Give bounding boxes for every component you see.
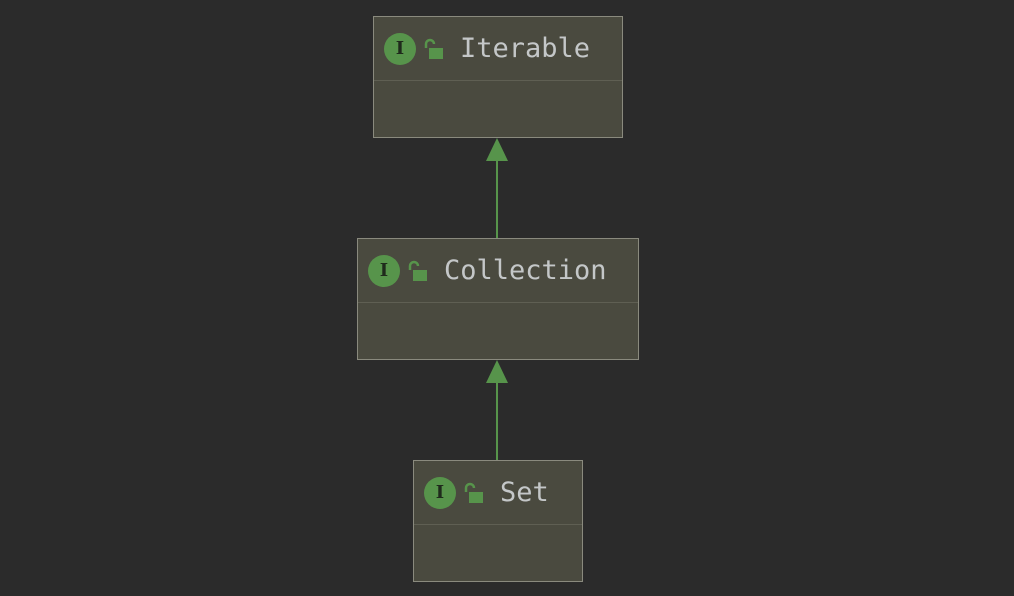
interface-badge-icon: I <box>368 254 400 287</box>
node-header: I Collection <box>358 239 638 303</box>
interface-badge-icon: I <box>384 32 416 65</box>
node-title: Iterable <box>460 33 591 64</box>
node-header: I Iterable <box>374 17 622 81</box>
interface-badge-letter: I <box>395 37 405 59</box>
unlock-icon <box>464 482 483 503</box>
unlock-icon <box>424 38 443 59</box>
interface-badge-letter: I <box>379 259 389 281</box>
class-node-set[interactable]: I Set <box>413 460 583 582</box>
node-title: Collection <box>444 255 607 286</box>
class-node-collection[interactable]: I Collection <box>357 238 639 360</box>
class-node-iterable[interactable]: I Iterable <box>373 16 623 138</box>
interface-badge-icon: I <box>424 476 456 509</box>
arrowhead-iterable <box>486 138 508 161</box>
interface-badge-letter: I <box>435 481 445 503</box>
node-header: I Set <box>414 461 582 525</box>
unlock-icon <box>408 260 427 281</box>
node-title: Set <box>500 477 549 508</box>
arrowhead-collection <box>486 360 508 383</box>
